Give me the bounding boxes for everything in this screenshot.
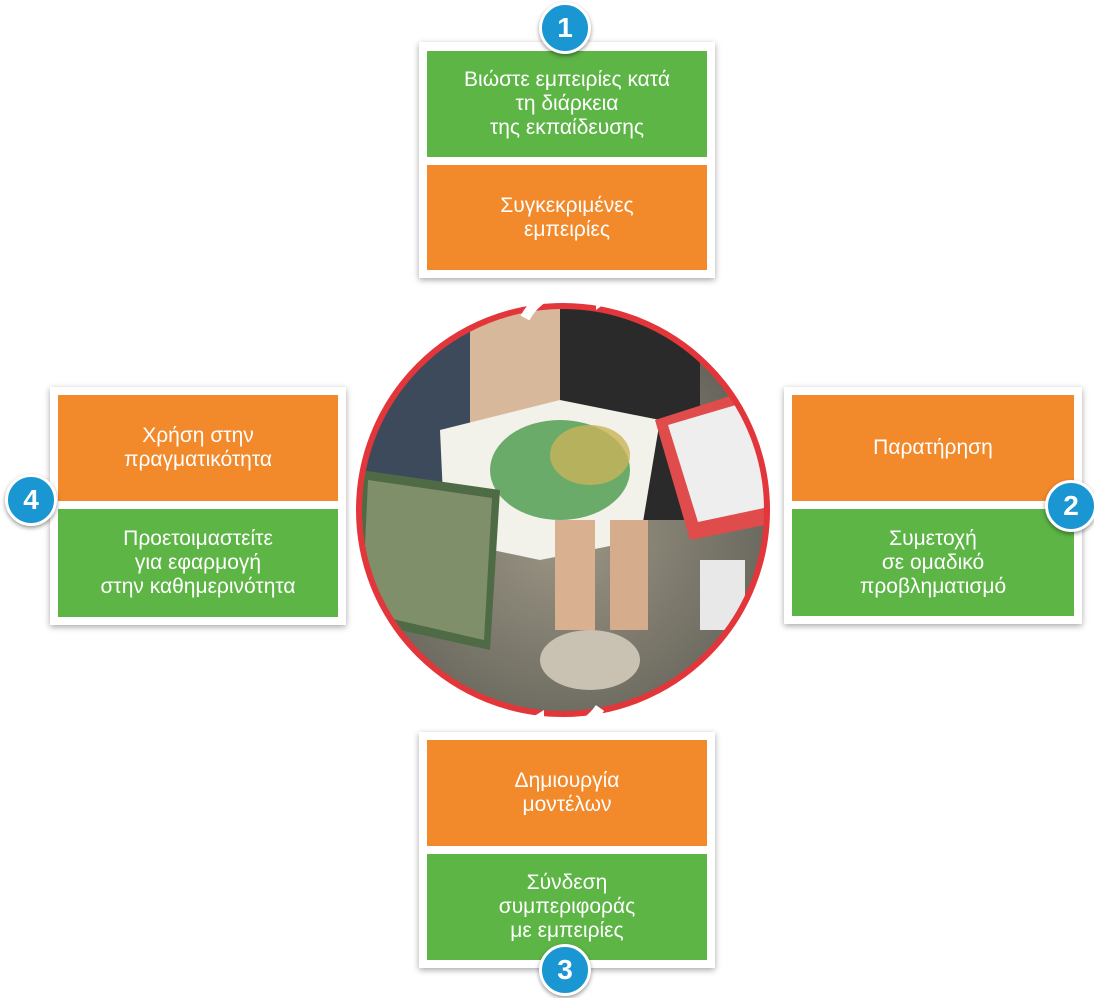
step-3-badge: 3 [539,944,591,996]
step-1-badge: 1 [539,2,591,54]
step-2-orange-box: Παρατήρηση [792,395,1074,501]
photo-ring [356,303,770,717]
step-4-badge: 4 [5,474,57,526]
step-4-orange-box: Χρήση στην πραγματικότητα [58,395,338,501]
step-4-card: Χρήση στην πραγματικότητα Προετοιμαστείτ… [50,387,346,625]
step-2-badge: 2 [1045,480,1094,532]
photo-scene [359,306,767,714]
step-1-orange-box: Συγκεκριμένες εμπειρίες [427,165,707,270]
step-1-card: Βιώστε εμπειρίες κατά τη διάρκεια της εκ… [419,42,715,278]
top-cycle-arrow [520,281,602,321]
step-3-card: Δημιουργία μοντέλων Σύνδεση συμπεριφοράς… [419,732,715,968]
top-arrow-head [596,272,620,310]
step-3-orange-box: Δημιουργία μοντέλων [427,740,707,846]
step-3-green-box: Σύνδεση συμπεριφοράς με εμπειρίες [427,854,707,960]
step-2-green-box: Συμετοχή σε ομαδικό προβληματισμό [792,509,1074,616]
step-2-card: Παρατήρηση Συμετοχή σε ομαδικό προβληματ… [784,387,1082,624]
step-4-green-box: Προετοιμαστείτε για εφαρμογή στην καθημε… [58,509,338,617]
step-1-green-box: Βιώστε εμπειρίες κατά τη διάρκεια της εκ… [427,51,707,157]
bottom-cycle-arrow [537,704,605,736]
